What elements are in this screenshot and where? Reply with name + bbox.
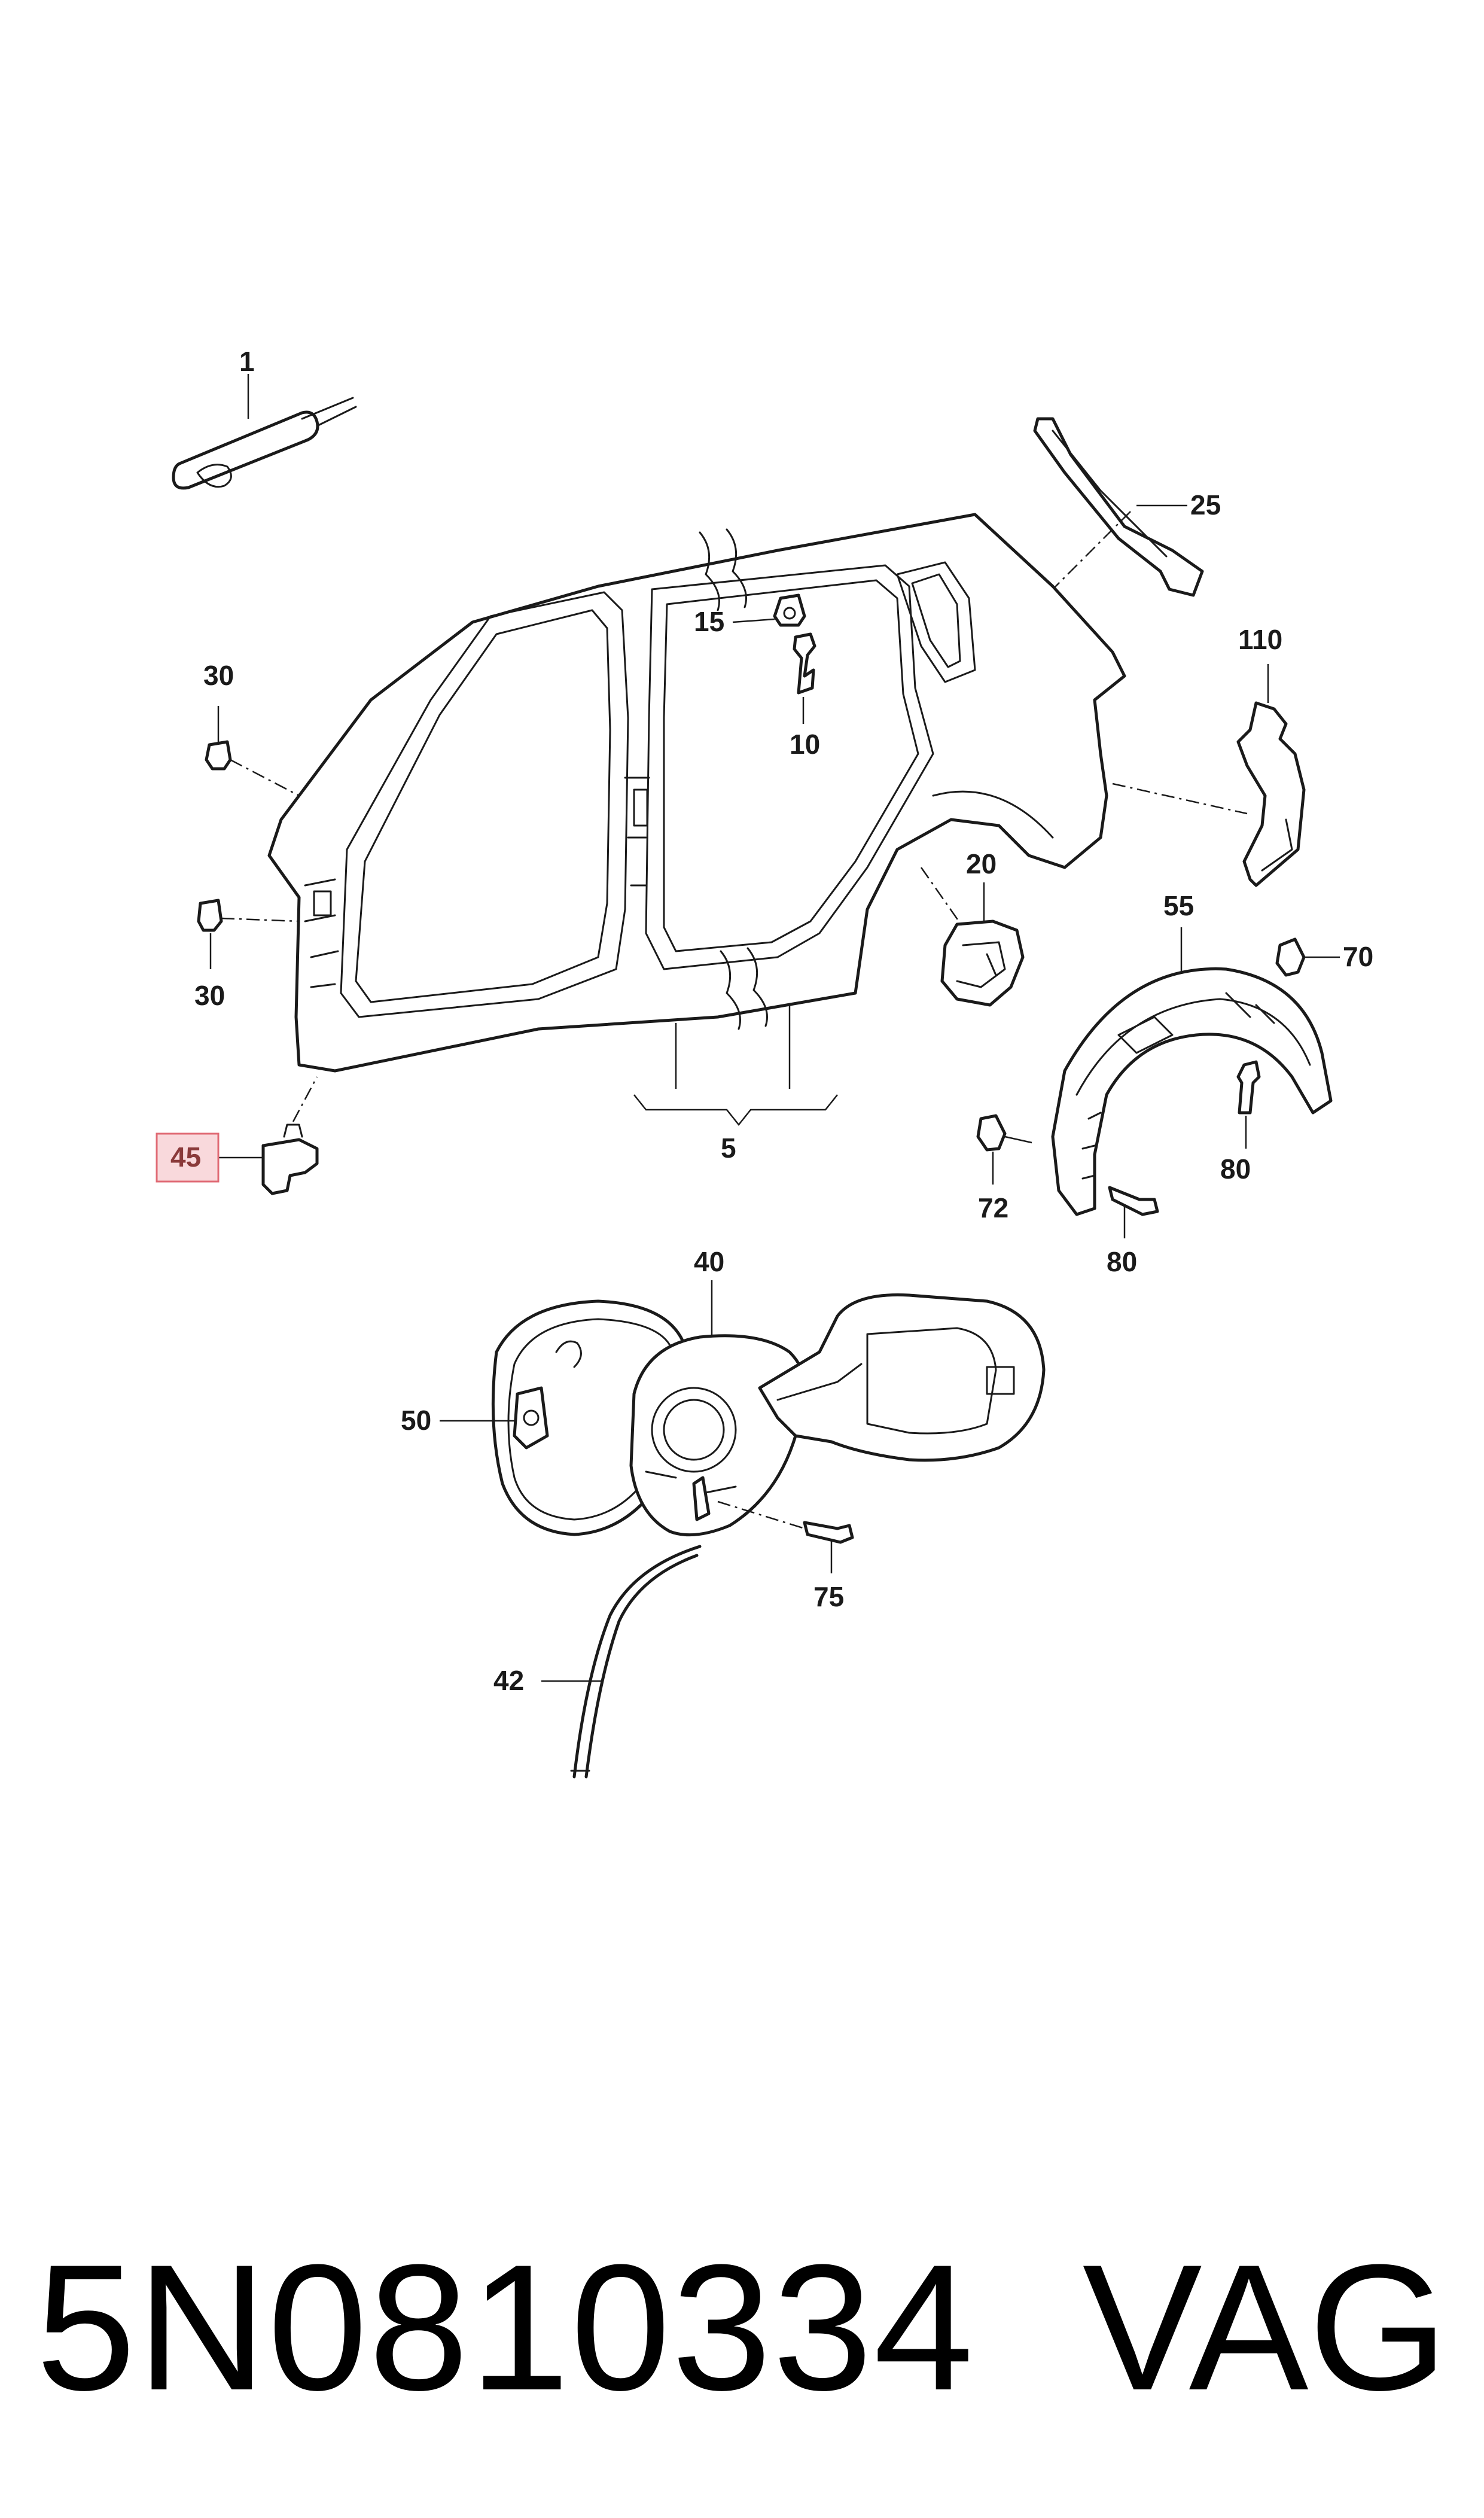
part-110-reinforcement — [1236, 701, 1306, 887]
callout-50[interactable]: 50 — [401, 1405, 431, 1436]
part-25-bracket — [1033, 417, 1204, 597]
callout-70[interactable]: 70 — [1343, 941, 1373, 972]
part-15-clip — [773, 593, 806, 627]
callout-5[interactable]: 5 — [721, 1132, 736, 1164]
callout-45[interactable]: 45 — [170, 1141, 201, 1173]
part-number: 5N0810334 — [36, 2227, 975, 2428]
part-30-clip-lower — [197, 899, 223, 932]
part-45-bracket — [261, 1123, 319, 1195]
callout-75[interactable]: 75 — [813, 1581, 844, 1612]
callout-1[interactable]: 1 — [239, 346, 255, 377]
callout-45-highlight — [156, 1132, 220, 1183]
part-20-bracket — [940, 919, 1025, 1007]
callout-30-lower[interactable]: 30 — [194, 980, 225, 1011]
part-1-tool — [172, 397, 357, 490]
callout-10[interactable]: 10 — [790, 729, 820, 760]
callout-55[interactable]: 55 — [1163, 890, 1194, 921]
part-75-screw — [803, 1521, 854, 1544]
callout-25[interactable]: 25 — [1190, 489, 1221, 520]
brand-name: VAG — [1082, 2227, 1448, 2428]
callout-42[interactable]: 42 — [493, 1665, 524, 1696]
callout-40[interactable]: 40 — [694, 1246, 724, 1277]
part-55-wheel-liner — [1051, 967, 1333, 1216]
part-72-clip — [976, 1114, 1007, 1152]
callout-72[interactable]: 72 — [978, 1192, 1008, 1223]
callout-80-lower[interactable]: 80 — [1107, 1246, 1137, 1277]
callout-80-right[interactable]: 80 — [1220, 1153, 1251, 1185]
part-70-clip — [1275, 937, 1306, 977]
callout-15[interactable]: 15 — [694, 606, 724, 637]
fuel-door-open — [758, 1293, 1046, 1462]
part-80-screw-right — [1236, 1060, 1261, 1115]
part-40-filler-housing — [629, 1334, 807, 1537]
callout-20[interactable]: 20 — [966, 848, 997, 879]
part-80-screw-lower — [1108, 1186, 1159, 1216]
part-10-bolt — [793, 632, 816, 695]
part-42-cable — [570, 1545, 702, 1779]
callout-110[interactable]: 110 — [1238, 624, 1282, 655]
footer: 5N0810334 VAG — [0, 2213, 1484, 2441]
callout-30-upper[interactable]: 30 — [203, 660, 234, 691]
part-5-side-panel — [267, 513, 1126, 1073]
part-30-clip-upper — [205, 740, 232, 771]
